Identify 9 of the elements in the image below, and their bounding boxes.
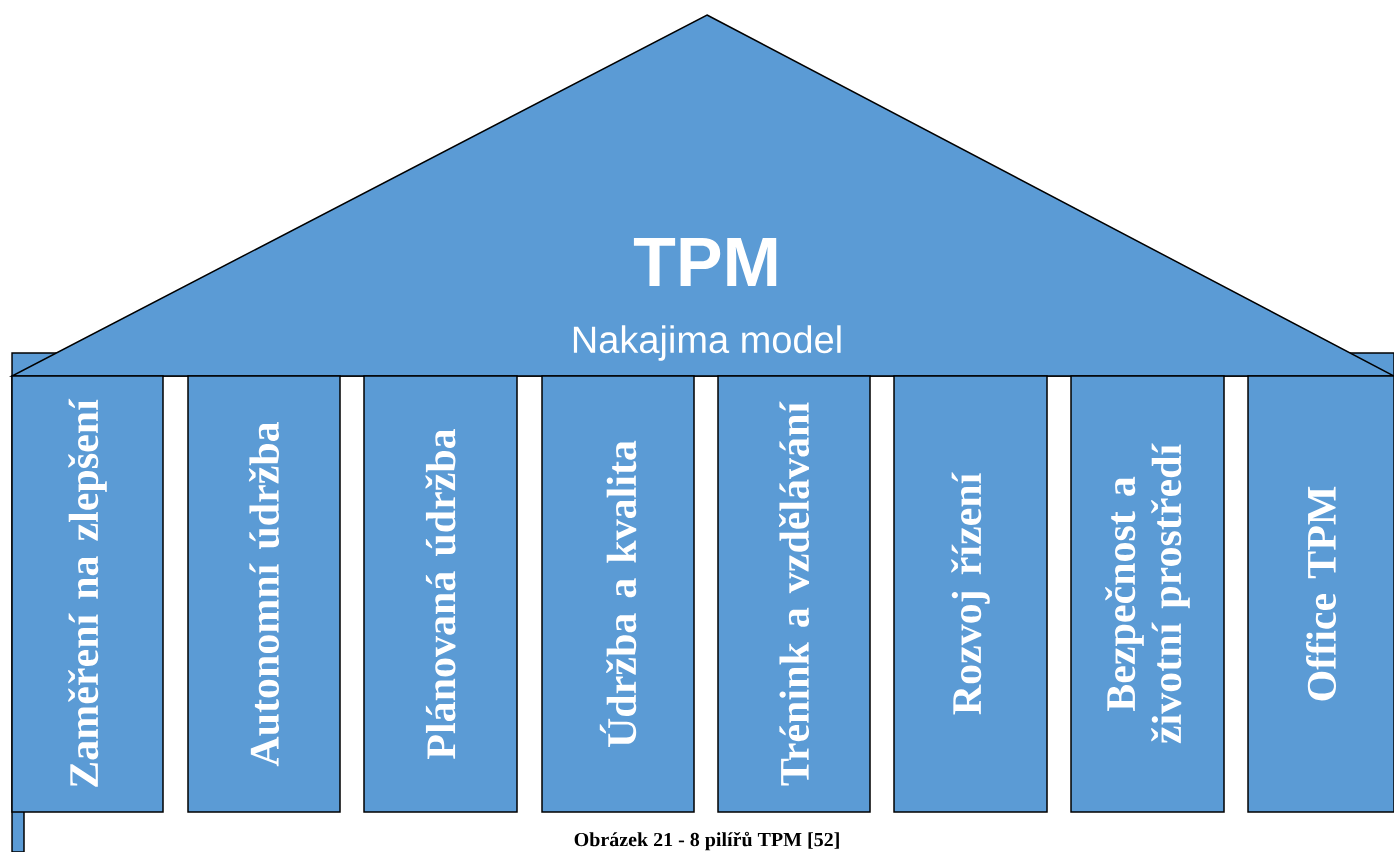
pillar: Autonomní údržba: [187, 375, 341, 813]
pillar: Zaměření na zlepšení: [11, 375, 164, 813]
pillar: Údržba a kvalita: [541, 375, 695, 813]
caption: Obrázek 21 - 8 pilířů TPM [52]: [574, 831, 839, 851]
pillar: Office TPM: [1247, 375, 1394, 813]
pillar: Rozvoj řízení: [893, 375, 1048, 813]
pillar: Trénink a vzdělávání: [717, 375, 871, 813]
pillar: Plánovaná údržba: [363, 375, 518, 813]
pillar: Bezpečnost a životní prostředí: [1070, 375, 1225, 813]
